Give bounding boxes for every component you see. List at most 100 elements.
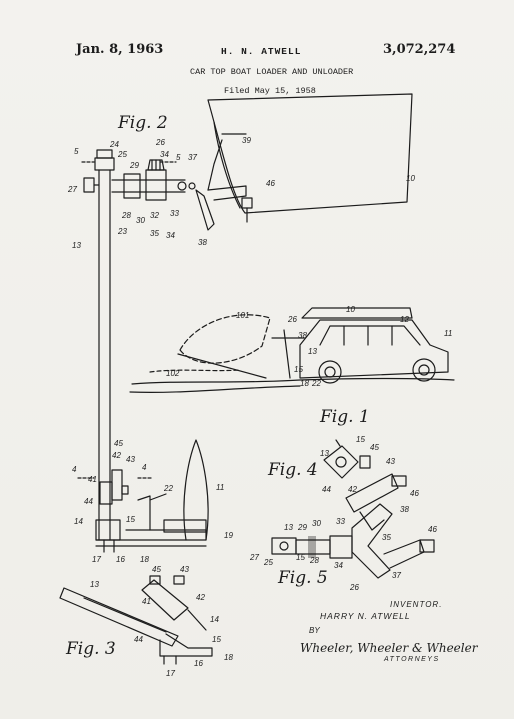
ref-numeral: 32	[150, 211, 159, 220]
ref-numeral: 46	[266, 179, 275, 188]
ref-numeral: 45	[370, 443, 379, 452]
ref-numeral: 15	[212, 635, 221, 644]
ref-numeral: 37	[392, 571, 401, 580]
attorneys-label: ATTORNEYS	[384, 656, 440, 663]
ref-numeral: 29	[129, 161, 139, 170]
ref-numeral: 102	[166, 369, 180, 378]
ref-numeral: 17	[166, 669, 175, 678]
ref-numeral: 13	[320, 449, 329, 458]
ref-numeral: 29	[297, 523, 307, 532]
fig2-label: Fig. 2	[117, 113, 168, 133]
by-label: BY	[309, 626, 320, 635]
ref-numeral: 15	[356, 435, 365, 444]
ref-numeral: 23	[117, 227, 127, 236]
ref-numeral: 11	[216, 483, 224, 492]
ref-numeral: 5	[74, 147, 79, 156]
fig5-refs: 13 29 30 33 46 27 25 15 28 34 35 37 26	[249, 517, 437, 592]
ref-numeral: 44	[134, 635, 143, 644]
ref-numeral: 35	[150, 229, 159, 238]
ref-numeral: 45	[114, 439, 123, 448]
ref-numeral: 34	[160, 150, 169, 159]
ref-numeral: 26	[155, 138, 165, 147]
ref-numeral: 42	[196, 593, 205, 602]
ref-numeral: 43	[386, 457, 395, 466]
ref-numeral: 15	[296, 553, 305, 562]
ref-numeral: 30	[136, 216, 145, 225]
ref-numeral: 19	[224, 531, 233, 540]
ref-numeral: 25	[263, 558, 273, 567]
ref-numeral: 46	[410, 489, 419, 498]
attorney-signature: Wheeler, Wheeler & Wheeler	[300, 641, 478, 655]
ref-numeral: 27	[67, 185, 77, 194]
ref-numeral: 34	[166, 231, 175, 240]
ref-numeral: 13	[284, 523, 293, 532]
ref-numeral: 4	[72, 465, 77, 474]
ref-numeral: 10	[346, 305, 355, 314]
ref-numeral: 16	[116, 555, 125, 564]
fig1-drawing	[129, 307, 455, 394]
ref-numeral: 42	[348, 485, 357, 494]
ref-numeral: 37	[188, 153, 197, 162]
inventor-label: INVENTOR.	[390, 600, 443, 609]
ref-numeral: 43	[126, 455, 135, 464]
fig1-label: Fig. 1	[319, 407, 370, 427]
ref-numeral: 13	[90, 580, 99, 589]
ref-numeral: 13	[72, 241, 81, 250]
ref-numeral: 45	[152, 565, 161, 574]
fig3-label: Fig. 3	[65, 639, 116, 659]
ref-numeral: 11	[444, 329, 452, 338]
ref-numeral: 15	[126, 515, 135, 524]
ref-numeral: 39	[242, 136, 251, 145]
ref-numeral: 14	[210, 615, 219, 624]
ref-numeral: 34	[334, 561, 343, 570]
ref-numeral: 35	[382, 533, 391, 542]
fig4-label: Fig. 4	[267, 460, 318, 480]
ref-numeral: 41	[88, 475, 97, 484]
filed-date: Filed May 15, 1958	[224, 86, 316, 96]
ref-numeral: 18	[224, 653, 233, 662]
ref-numeral: 44	[84, 497, 93, 506]
fig3-drawing	[59, 575, 213, 665]
ref-numeral: 16	[194, 659, 203, 668]
fig1-refs: 101 26 38 10 12 11 13 102 15 18 22	[166, 305, 452, 388]
ref-numeral: 30	[312, 519, 321, 528]
ref-numeral: 42	[112, 451, 121, 460]
ref-numeral: 14	[74, 517, 83, 526]
ref-numeral: 44	[322, 485, 331, 494]
ref-numeral: 24	[109, 140, 119, 149]
ref-numeral: 38	[400, 505, 409, 514]
ref-numeral: 26	[349, 583, 359, 592]
ref-numeral: 101	[236, 311, 249, 320]
ref-numeral: 22	[311, 379, 321, 388]
ref-numeral: 26	[287, 315, 297, 324]
fig2-refs: 5 24 25 26 34 5 37 39 27 29 46 28 30 32 …	[67, 136, 415, 564]
ref-numeral: 5	[176, 153, 181, 162]
ref-numeral: 12	[400, 315, 409, 324]
fig5-label: Fig. 5	[277, 568, 328, 588]
ref-numeral: 18	[300, 379, 309, 388]
ref-numeral: 41	[142, 597, 151, 606]
ref-numeral: 38	[198, 238, 207, 247]
fig4-refs: 13 15 45 43 44 42 46 38	[320, 435, 419, 514]
patent-date: Jan. 8, 1963	[76, 42, 164, 57]
ref-numeral: 10	[406, 174, 415, 183]
fig5-drawing	[271, 503, 435, 579]
ref-numeral: 22	[163, 484, 173, 493]
inventor-name: HARRY N. ATWELL	[320, 611, 411, 621]
patent-title: CAR TOP BOAT LOADER AND UNLOADER	[190, 67, 354, 77]
ref-numeral: 43	[180, 565, 189, 574]
ref-numeral: 15	[294, 365, 303, 374]
ref-numeral: 28	[121, 211, 131, 220]
ref-numeral: 38	[298, 331, 307, 340]
fig2-drawing	[77, 93, 413, 553]
ref-numeral: 27	[249, 553, 259, 562]
fig4-drawing	[323, 439, 407, 531]
fig3-refs: 13 45 43 42 41 14 44 15 17 16 18	[90, 565, 233, 678]
ref-numeral: 18	[140, 555, 149, 564]
ref-numeral: 46	[428, 525, 437, 534]
ref-numeral: 4	[142, 463, 147, 472]
ref-numeral: 33	[170, 209, 179, 218]
ref-numeral: 13	[308, 347, 317, 356]
